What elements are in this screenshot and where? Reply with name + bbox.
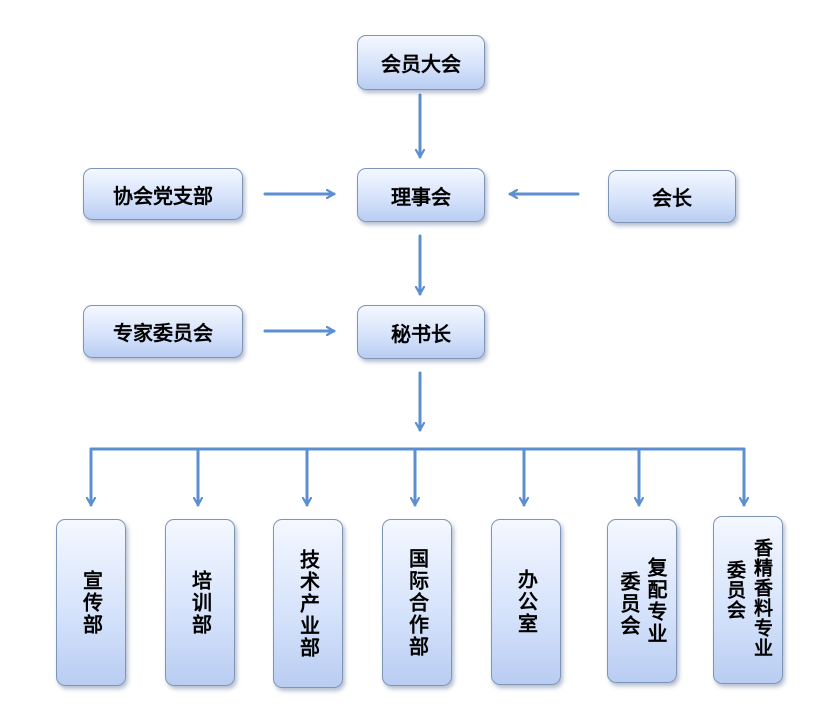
- node-expert-committee-label: 专家委员会: [113, 321, 213, 345]
- dept-intl-coop: 国际合作部: [382, 519, 452, 686]
- dept-flavor-committee-line1: 香精香料专业: [751, 538, 773, 658]
- node-council: 理事会: [357, 168, 485, 222]
- node-president-label: 会长: [652, 186, 692, 210]
- dept-compound-committee-text: 复配专业 委员会: [616, 557, 668, 645]
- dept-publicity-label: 宣传部: [79, 569, 104, 636]
- dept-flavor-committee-text: 香精香料专业 委员会: [722, 538, 774, 658]
- node-council-label: 理事会: [391, 184, 451, 209]
- dept-flavor-committee: 香精香料专业 委员会: [713, 516, 783, 684]
- dept-training-label: 培训部: [188, 569, 213, 636]
- dept-tech-industry-label: 技术产业部: [296, 548, 321, 659]
- node-party-branch-label: 协会党支部: [113, 183, 213, 208]
- dept-compound-committee: 复配专业 委员会: [607, 519, 677, 683]
- dept-office: 办公室: [491, 519, 561, 685]
- dept-training: 培训部: [165, 519, 235, 686]
- dept-tech-industry: 技术产业部: [273, 519, 343, 688]
- dept-compound-committee-line1: 复配专业: [644, 557, 668, 645]
- node-secretary-general-label: 秘书长: [391, 321, 451, 346]
- node-expert-committee: 专家委员会: [83, 305, 243, 358]
- node-assembly-label: 会员大会: [381, 52, 461, 76]
- dept-office-label: 办公室: [514, 569, 539, 635]
- dept-intl-coop-label: 国际合作部: [405, 547, 430, 658]
- dept-flavor-committee-line2: 委员会: [724, 560, 746, 620]
- node-secretary-general: 秘书长: [357, 305, 485, 359]
- node-president: 会长: [608, 170, 736, 223]
- node-party-branch: 协会党支部: [83, 168, 243, 220]
- dept-compound-committee-line2: 委员会: [617, 571, 641, 637]
- dept-publicity: 宣传部: [56, 519, 126, 686]
- node-assembly: 会员大会: [357, 35, 485, 90]
